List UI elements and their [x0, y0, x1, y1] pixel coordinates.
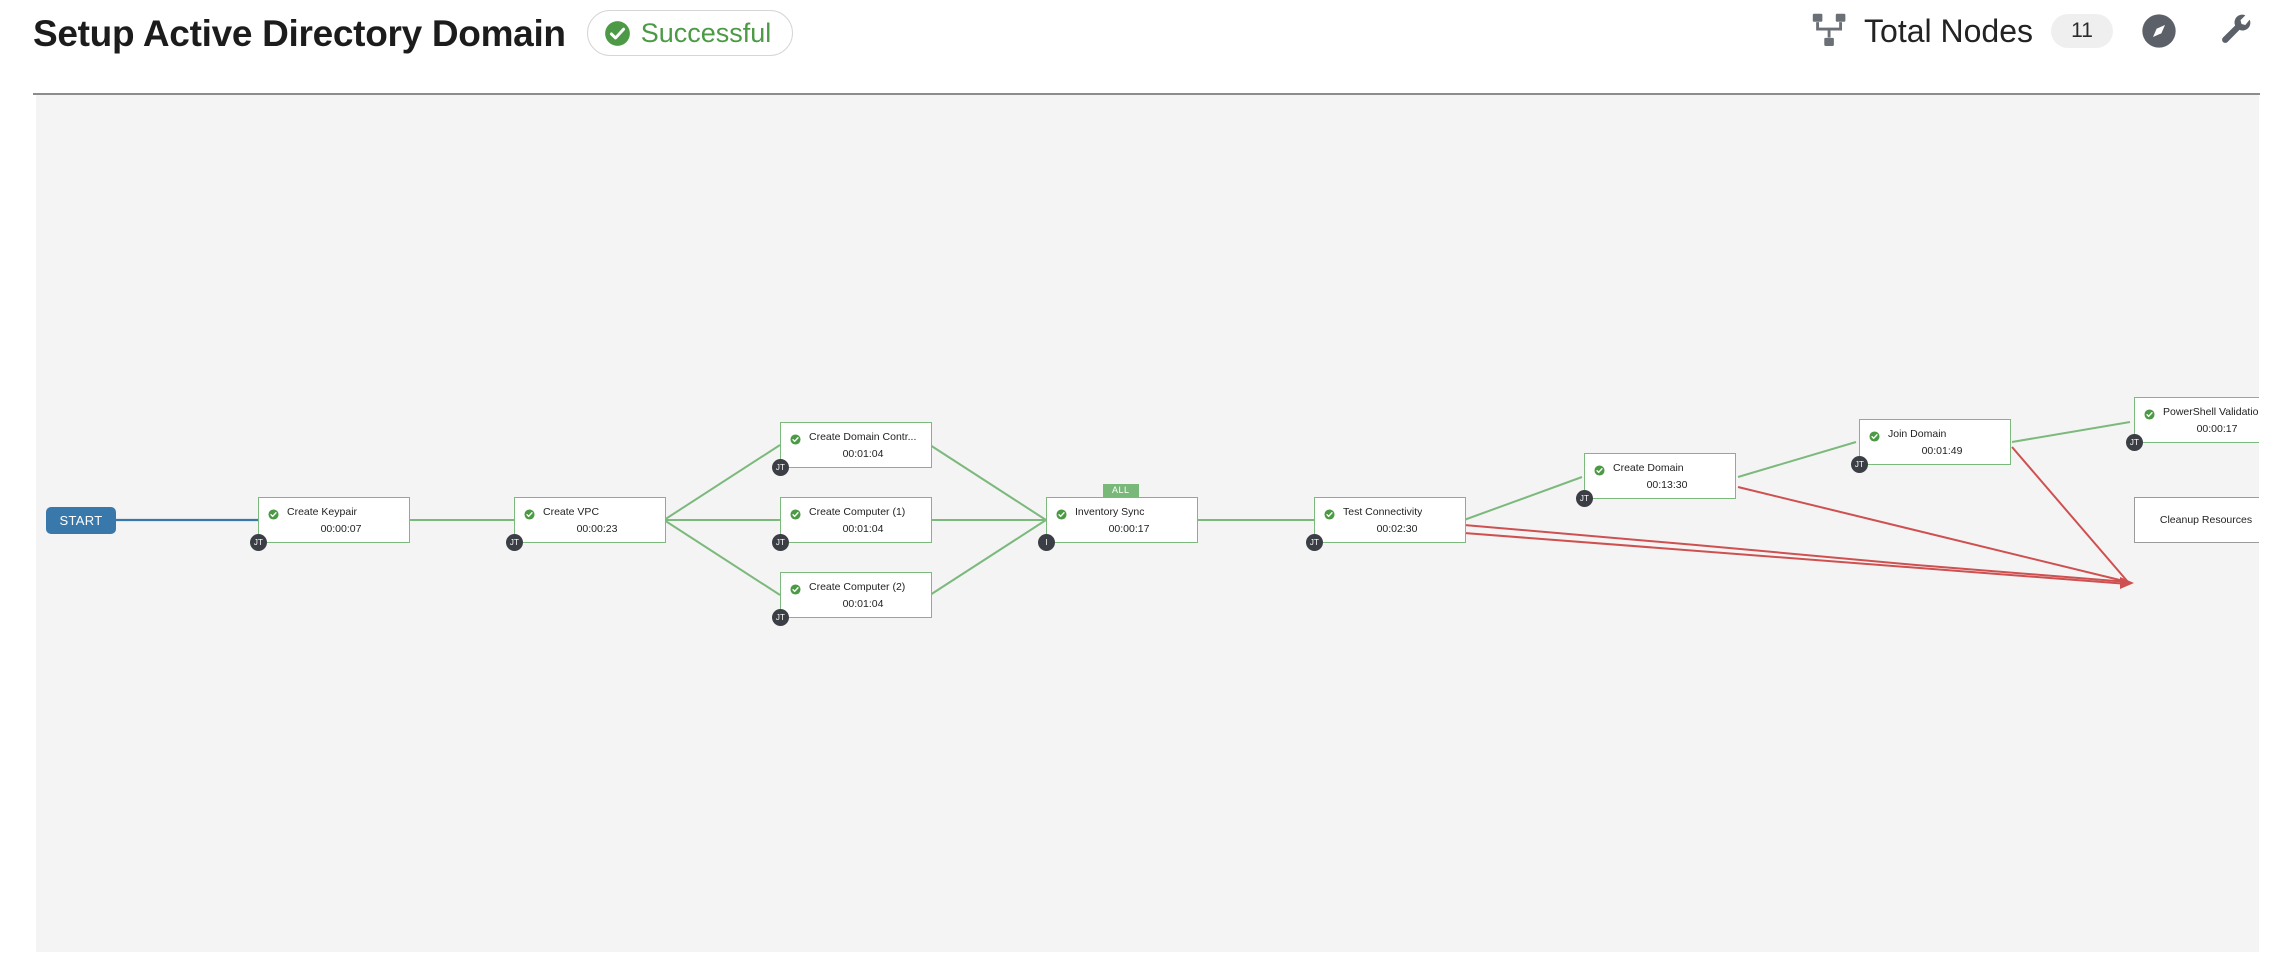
edge-vpc-to-domain-controller — [663, 444, 781, 521]
check-circle-icon — [790, 582, 801, 595]
edge-test-connectivity-to-cleanup — [1463, 524, 2129, 583]
edge-domain-controller-to-inventory-sync — [929, 444, 1047, 521]
edge-computer-2-to-inventory-sync — [929, 519, 1047, 596]
node-duration: 00:01:49 — [1921, 445, 1963, 457]
node-header: Create Computer (1) — [781, 504, 931, 521]
node-header: Create Domain — [1585, 460, 1735, 477]
edge-vpc-to-computer-2 — [663, 519, 781, 596]
node-label: Cleanup Resources — [2159, 513, 2253, 526]
node-duration: 00:01:04 — [842, 598, 884, 610]
check-circle-icon — [1056, 507, 1067, 520]
cleanup-arrowhead — [2120, 577, 2134, 589]
node-create-computer-2[interactable]: Create Computer (2) 00:01:04 JT — [772, 572, 932, 626]
actor-badge[interactable]: JT — [772, 609, 789, 626]
node-header: PowerShell Validation — [2135, 404, 2259, 421]
node-duration: 00:01:04 — [842, 448, 884, 460]
node-create-domain[interactable]: Create Domain 00:13:30 JT — [1576, 453, 1736, 507]
header-right-group: Total Nodes 11 — [1808, 8, 2257, 54]
node-label: Create Keypair — [287, 506, 358, 518]
node-create-keypair[interactable]: Create Keypair 00:00:07 JT — [250, 497, 410, 551]
edge-create-domain-to-cleanup — [1737, 486, 2129, 583]
node-inventory-sync[interactable]: ALL Inventory Sync 00:00:17 I — [1038, 484, 1198, 551]
sitemap-icon — [1808, 8, 1854, 54]
node-header: Cleanup Resources — [2135, 512, 2259, 529]
actor-badge[interactable]: I — [1038, 534, 1055, 551]
check-circle-icon — [2144, 407, 2155, 420]
node-label: Join Domain — [1888, 428, 1947, 440]
node-create-computer-1[interactable]: Create Computer (1) 00:01:04 JT — [772, 497, 932, 551]
header-divider — [33, 93, 2260, 95]
header-left-group: Setup Active Directory Domain Successful — [33, 10, 794, 56]
actor-badge[interactable]: JT — [1851, 456, 1868, 473]
node-label: Test Connectivity — [1343, 506, 1423, 518]
edge-test-connectivity-to-create-domain — [1463, 476, 1583, 521]
check-circle-icon — [524, 507, 535, 520]
node-duration: 00:00:07 — [320, 523, 362, 535]
actor-badge[interactable]: JT — [506, 534, 523, 551]
page-title: Setup Active Directory Domain — [33, 12, 566, 54]
start-node[interactable]: START — [46, 507, 116, 534]
node-create-vpc[interactable]: Create VPC 00:00:23 JT — [506, 497, 666, 551]
check-circle-icon — [1594, 463, 1605, 476]
edge-join-domain-to-powershell-validation — [2011, 421, 2131, 443]
node-join-domain[interactable]: Join Domain 00:01:49 JT — [1851, 419, 2011, 473]
edge-join-domain-to-cleanup — [2011, 446, 2129, 583]
actor-badge[interactable]: JT — [1306, 534, 1323, 551]
actor-badge[interactable]: JT — [250, 534, 267, 551]
node-header: Create VPC — [515, 504, 665, 521]
actor-badge[interactable]: JT — [2126, 434, 2143, 451]
node-label: Inventory Sync — [1075, 506, 1145, 518]
wrench-icon[interactable] — [2217, 11, 2257, 51]
node-duration: 00:00:23 — [576, 523, 618, 535]
check-circle-icon — [268, 507, 279, 520]
check-circle-icon — [790, 432, 801, 445]
node-label: PowerShell Validation — [2163, 406, 2259, 418]
all-tab-badge: ALL — [1103, 484, 1139, 498]
status-badge: Successful — [586, 10, 794, 56]
node-duration: 00:00:17 — [1108, 523, 1150, 535]
app-header: Setup Active Directory Domain Successful… — [0, 0, 2290, 95]
node-header: Inventory Sync — [1047, 504, 1197, 521]
node-duration: 00:01:04 — [842, 523, 884, 535]
node-label: Create Computer (1) — [809, 506, 906, 518]
check-circle-icon — [1324, 507, 1335, 520]
edge-layer — [114, 421, 2134, 596]
node-label: Create Domain Contr... — [809, 431, 917, 443]
actor-badge[interactable]: JT — [1576, 490, 1593, 507]
node-create-domain-controller[interactable]: Create Domain Contr... 00:01:04 JT — [772, 422, 932, 476]
node-label: Create Computer (2) — [809, 581, 906, 593]
node-cleanup-resources[interactable]: Cleanup Resources — [2134, 497, 2259, 543]
node-duration: 00:02:30 — [1376, 523, 1418, 535]
check-circle-icon — [790, 507, 801, 520]
node-header: Create Domain Contr... — [781, 429, 931, 446]
node-header: Create Keypair — [259, 504, 409, 521]
edge-secondary-failure-to-cleanup — [1463, 532, 2129, 585]
check-circle-icon — [604, 20, 631, 47]
compass-icon[interactable] — [2139, 11, 2179, 51]
actor-badge[interactable]: JT — [772, 459, 789, 476]
node-header: Create Computer (2) — [781, 579, 931, 596]
node-header: Test Connectivity — [1315, 504, 1465, 521]
check-circle-icon — [1869, 429, 1880, 442]
node-label: Create VPC — [543, 506, 600, 518]
node-duration: 00:00:17 — [2196, 423, 2238, 435]
node-duration: 00:13:30 — [1646, 479, 1688, 491]
total-nodes-count: 11 — [2051, 14, 2113, 48]
workflow-canvas[interactable]: START Create Keypair 00:00:07 JT Create … — [36, 95, 2259, 952]
status-label: Successful — [640, 18, 772, 48]
actor-badge[interactable]: JT — [772, 534, 789, 551]
node-test-connectivity[interactable]: Test Connectivity 00:02:30 JT — [1306, 497, 1466, 551]
total-nodes-label: Total Nodes — [1864, 13, 2033, 49]
edge-create-domain-to-join-domain — [1737, 441, 1857, 478]
node-label: Create Domain — [1613, 462, 1684, 474]
node-header: Join Domain — [1860, 426, 2010, 443]
node-powershell-validation[interactable]: PowerShell Validation 00:00:17 JT — [2126, 397, 2259, 451]
